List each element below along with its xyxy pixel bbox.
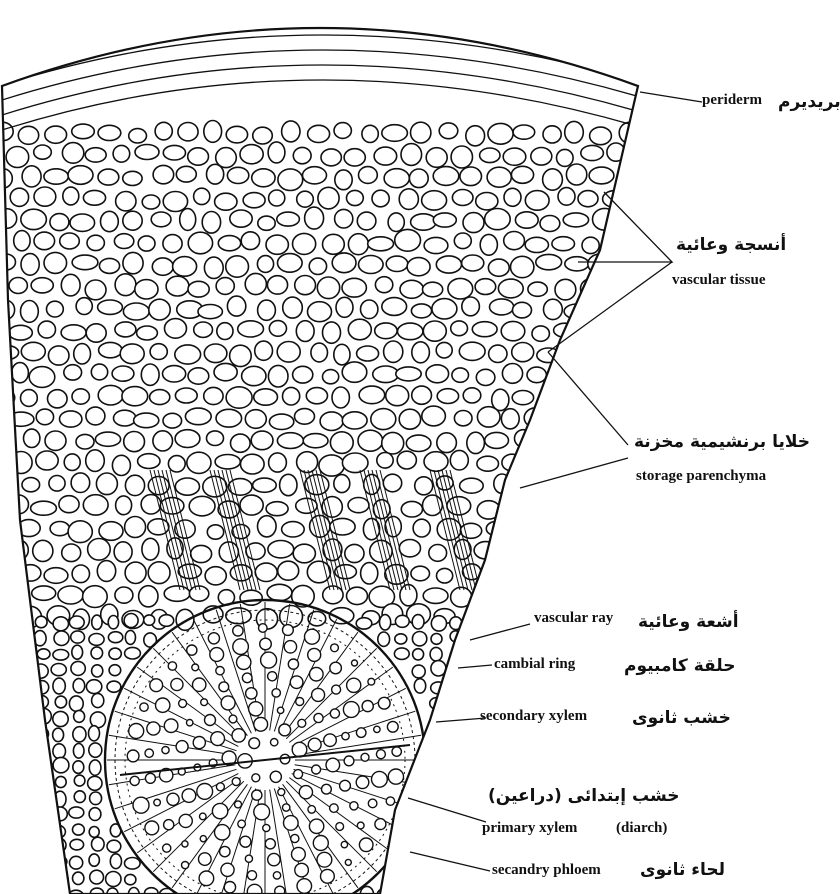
parenchyma-cells	[0, 120, 670, 894]
label-vascular-tissue-en: vascular tissue	[672, 272, 765, 289]
label-cambial-ring-ar: حلقة كامبيوم	[624, 656, 735, 676]
label-periderm-ar: بريديرم	[778, 92, 840, 112]
label-storage-parenchyma-ar: خلايا برنشيمية مخزنة	[634, 432, 810, 452]
label-vascular-ray-ar: أشعة وعائية	[638, 612, 739, 632]
label-storage-parenchyma-en: storage parenchyma	[636, 468, 766, 485]
label-primary-xylem-en: primary xylem	[482, 820, 577, 837]
tissue-drawing	[0, 0, 670, 894]
periderm-layers	[2, 0, 650, 130]
label-secondary-xylem-en: secondary xylem	[480, 708, 587, 725]
label-vascular-ray-en: vascular ray	[534, 610, 613, 627]
label-secandry-phloem-en: secandry phloem	[492, 862, 601, 879]
label-primary-xylem-ar: خشب إبتدائى (دراعين)	[488, 786, 680, 806]
label-diarch: (diarch)	[616, 820, 667, 837]
label-secondary-xylem-ar: خشب ثانوى	[632, 708, 731, 728]
label-vascular-tissue-ar: أنسجة وعائية	[676, 235, 786, 255]
label-cambial-ring-en: cambial ring	[494, 656, 575, 673]
label-periderm-en: periderm	[702, 92, 762, 109]
label-secandry-phloem-ar: لحاء ثانوى	[640, 860, 725, 880]
